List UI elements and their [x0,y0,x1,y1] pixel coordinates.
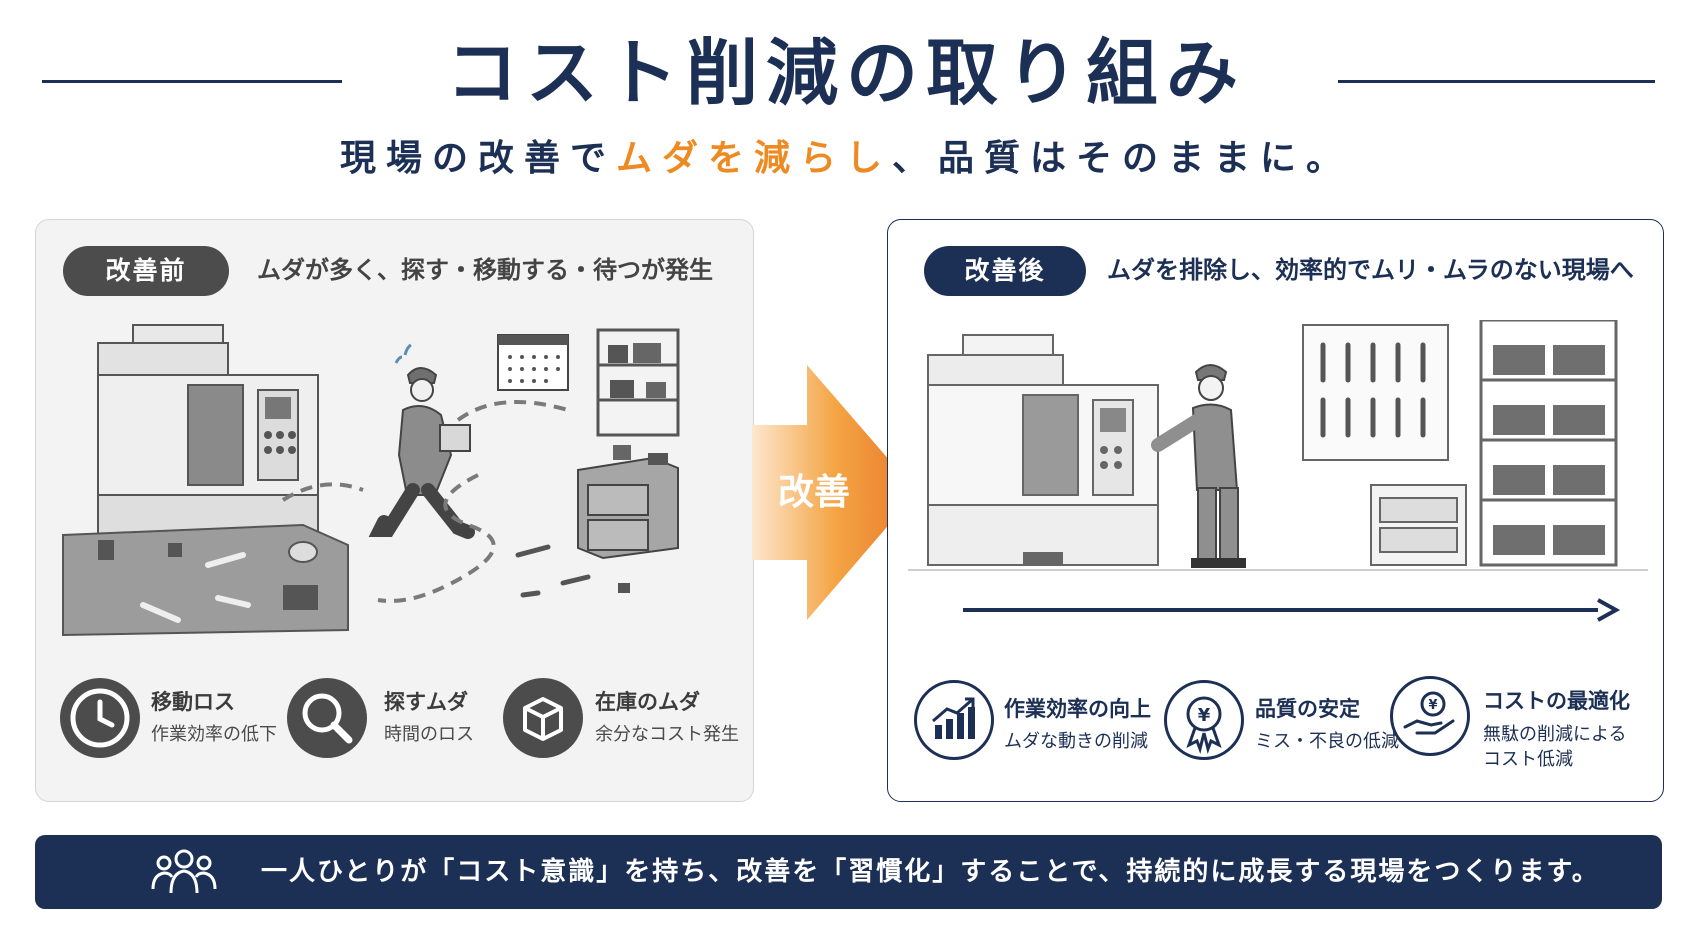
machine-tool-illustration [97,324,319,551]
flow-arrow [963,598,1621,622]
after-badge-title: 品質の安定 [1255,697,1360,721]
svg-text:¥: ¥ [1428,698,1437,713]
organized-rack-illustration [1479,320,1618,567]
organized-pegboard-illustration [1302,324,1449,461]
walking-worker-illustration [368,343,475,539]
wandering-path [281,400,569,603]
clock-icon [60,678,140,758]
title-rule-right [1338,80,1655,83]
page-title: コスト削減の取り組み [445,31,1246,115]
clean-machine-illustration [927,334,1159,566]
after-panel: 改善後 ムダを排除し、効率的でムリ・ムラのない現場へ [887,219,1664,802]
after-description: ムダを排除し、効率的でムリ・ムラのない現場へ [1107,256,1634,284]
yen-hand-icon: ¥ [1390,676,1470,756]
after-badge-desc-line2: コスト低減 [1483,749,1573,770]
subtitle-post: 、品質はそのままに。 [892,138,1353,179]
after-badge-desc: ミス・不良の低減 [1255,731,1399,752]
box-icon [503,678,583,758]
before-pill: 改善前 [63,246,229,296]
before-badge-title: 移動ロス [151,690,235,714]
before-description: ムダが多く、探す・移動する・待つが発生 [257,256,713,284]
before-badge-title: 在庫のムダ [595,690,700,714]
rising-chart-icon [914,680,994,760]
after-badge-title: コストの最適化 [1483,689,1630,713]
title-rule-left [42,80,342,83]
before-badge-title: 探すムダ [384,690,468,714]
svg-text:¥: ¥ [1198,705,1211,726]
before-panel: 改善前 ムダが多く、探す・移動する・待つが発生 [35,219,754,802]
before-badge-desc: 作業効率の低下 [151,724,277,745]
yen-medal-icon: ¥ [1164,680,1244,760]
improvement-arrow [752,365,917,620]
after-badge-title: 作業効率の向上 [1004,697,1151,721]
page-subtitle: 現場の改善でムダを減らし、品質はそのままに。 [0,136,1692,182]
before-badge-desc: 時間のロス [384,724,474,745]
cluttered-workbench-illustration [62,523,349,637]
subtitle-highlight: ムダを減らし [615,138,892,179]
messy-cabinet-illustration [577,445,679,560]
after-workshop-illustration [908,320,1648,622]
footer-message: 一人ひとりが「コスト意識」を持ち、改善を「習慣化」することで、持続的に成長する現… [261,857,1600,887]
operating-worker-illustration [1151,364,1246,568]
calendar-illustration [497,334,569,391]
after-pill: 改善後 [924,246,1086,296]
subtitle-pre: 現場の改善で [339,138,616,179]
cluttered-shelf-illustration [596,328,680,437]
improvement-arrow-label: 改善 [778,472,851,513]
footer-banner: 一人ひとりが「コスト意識」を持ち、改善を「習慣化」することで、持続的に成長する現… [35,835,1662,909]
before-badge-desc: 余分なコスト発生 [595,724,739,745]
drawer-cabinet-illustration [1370,484,1467,566]
before-workshop-illustration [62,324,680,637]
magnifier-icon [287,678,367,758]
after-badge-desc-line1: 無駄の削減による [1483,724,1627,745]
scattered-tools-illustration [515,544,630,598]
team-icon [151,849,217,894]
after-badge-desc: ムダな動きの削減 [1004,731,1148,752]
